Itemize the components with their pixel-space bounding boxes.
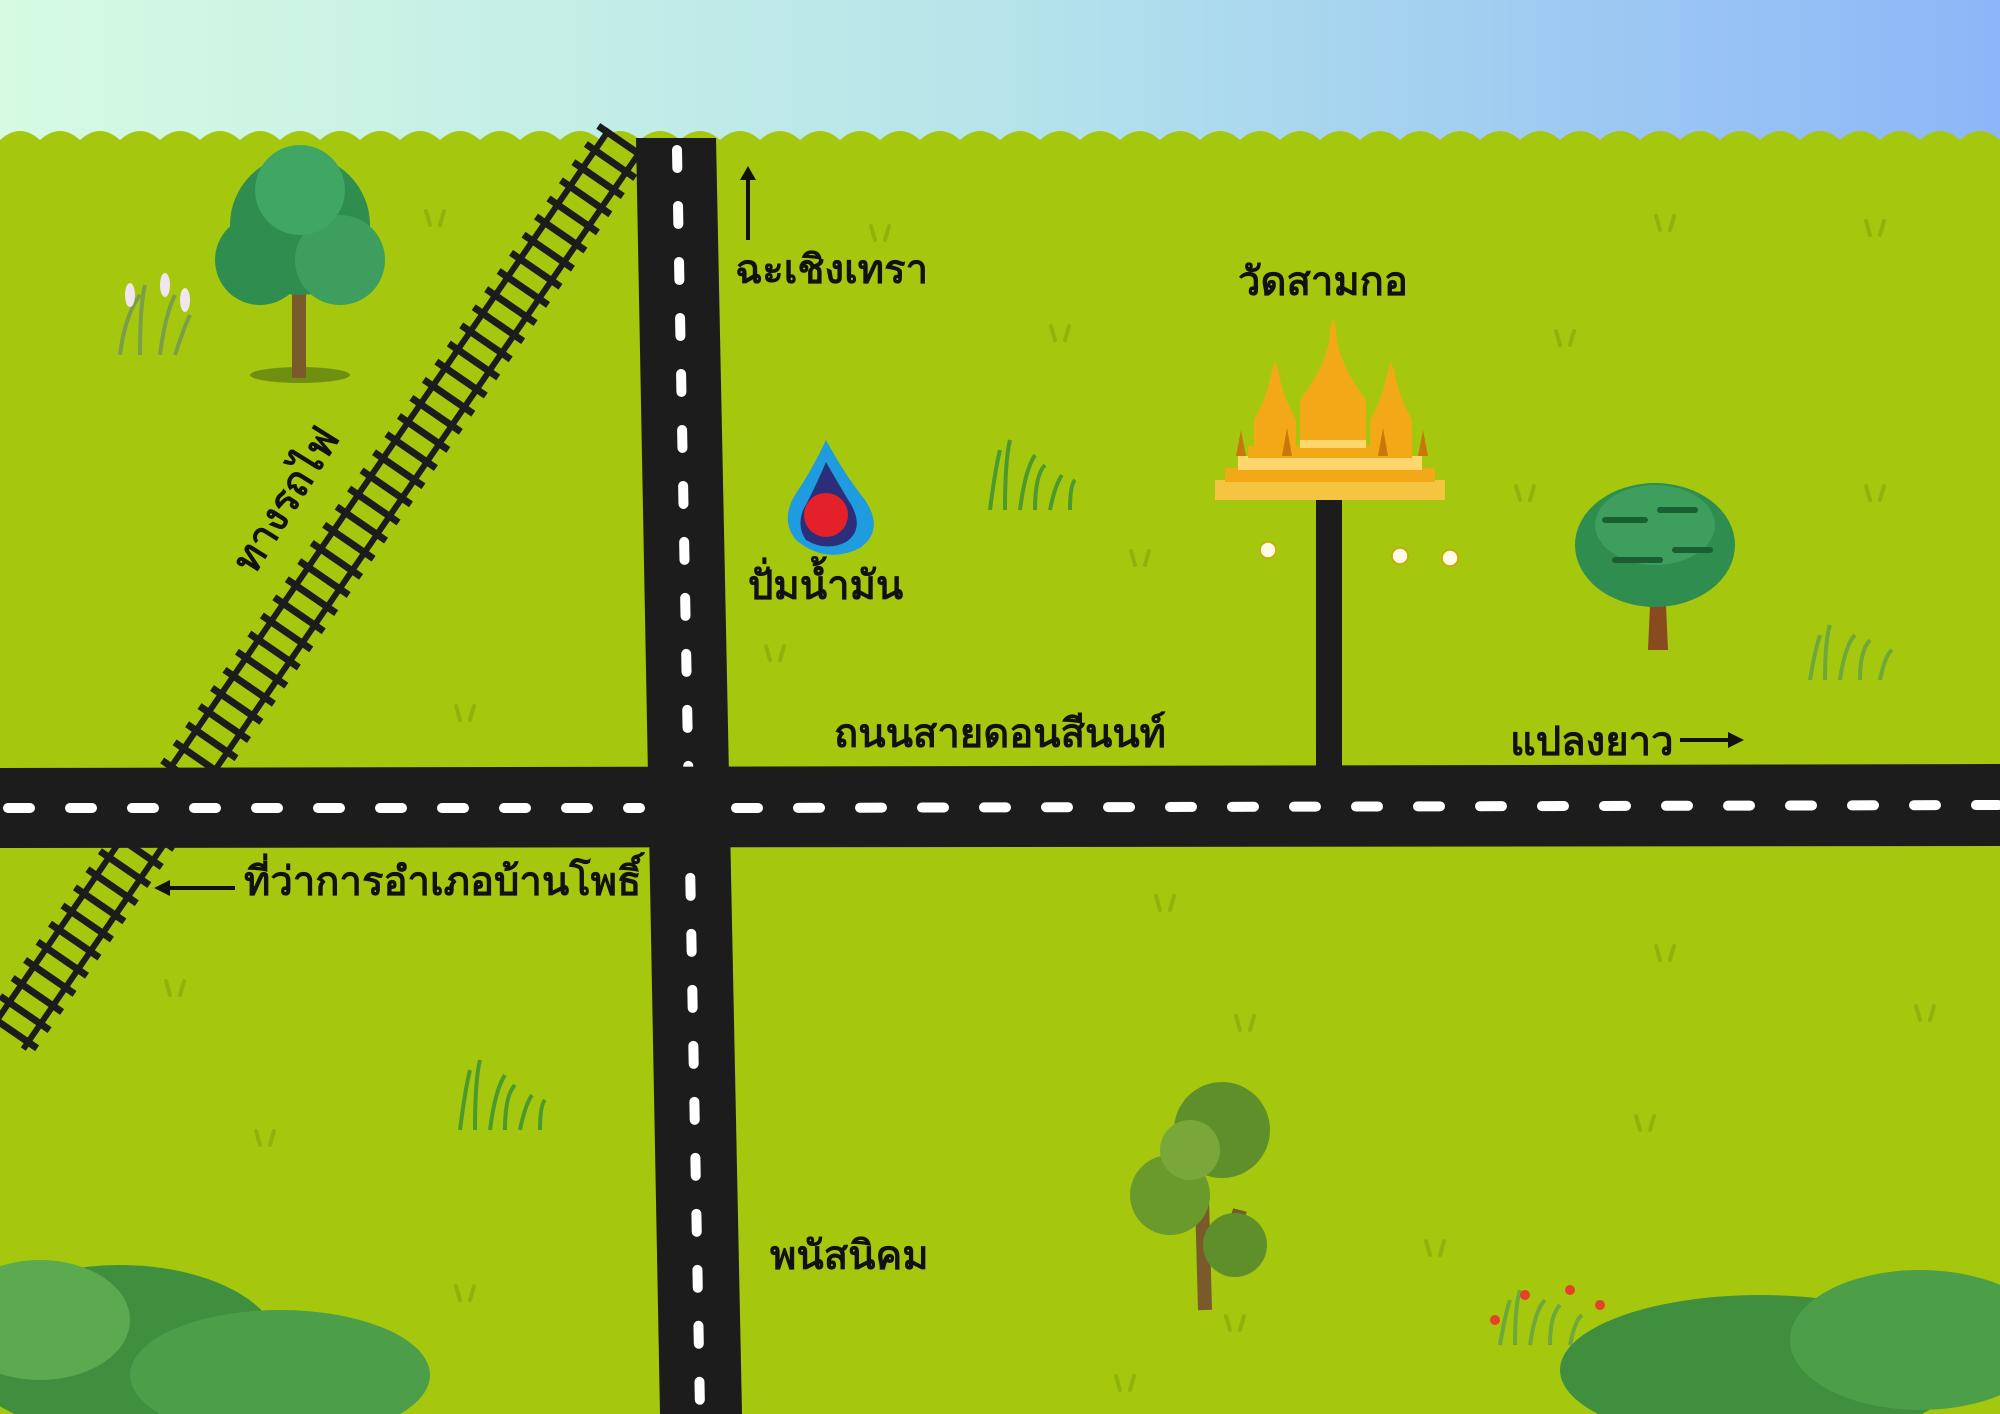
label-north-chachoengsao: ฉะเชิงเทรา [735, 247, 929, 293]
tree-icon [1130, 1082, 1270, 1311]
gas-station-icon [787, 440, 874, 555]
temple-icon [1215, 318, 1445, 500]
arrow-icon [154, 166, 1744, 896]
label-gas-station: ปั่มน้ำมัน [748, 563, 904, 609]
horizontal-road [0, 764, 2000, 848]
flower-icon [1490, 1285, 1605, 1325]
label-east-plaengyao: แปลงยาว [1510, 719, 1674, 765]
label-temple: วัดสามกอ [1238, 259, 1408, 305]
tree-icon [1575, 483, 1735, 650]
label-south-phanat-nikhom: พนัสนิคม [770, 1233, 929, 1279]
grass-marks [164, 209, 1936, 1392]
temple-road [1316, 470, 1342, 770]
tree-icon [215, 145, 385, 383]
bush-icon [0, 1260, 2000, 1414]
label-main-road: ถนนสายดอนสีนนท์ [834, 711, 1167, 757]
flower-icon [1259, 541, 1459, 567]
label-district-office: ที่ว่าการอำเภอบ้านโพธิ์ [244, 859, 642, 905]
grass-tuft-icon [118, 284, 1894, 1346]
flower-icon [125, 273, 190, 312]
